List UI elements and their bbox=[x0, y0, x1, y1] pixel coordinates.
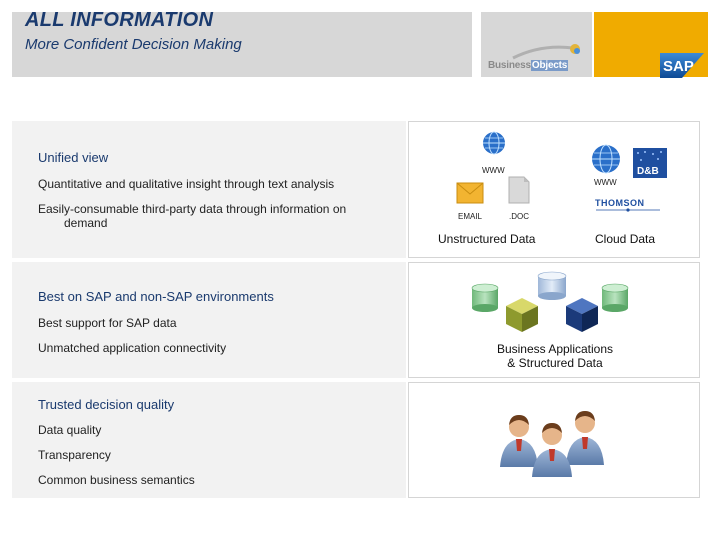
globe-icon-cloud bbox=[592, 144, 620, 174]
www-label-1: WWW bbox=[482, 166, 505, 175]
slide-subtitle: More Confident Decision Making bbox=[25, 36, 242, 53]
sap-logo-box: SAP bbox=[594, 12, 708, 78]
section-sap-environments bbox=[12, 262, 406, 378]
user-icon bbox=[532, 423, 572, 477]
cloud-data-label: Cloud Data bbox=[595, 232, 656, 246]
www-label-2: WWW bbox=[594, 178, 617, 187]
bullet-third-party-data: Easily-consumable third-party data throu… bbox=[38, 202, 347, 216]
bullet-connectivity: Unmatched application connectivity bbox=[38, 341, 227, 355]
structured-data-graphic bbox=[471, 271, 629, 332]
email-icon bbox=[456, 182, 484, 204]
bullet-third-party-data-cont: demand bbox=[64, 216, 108, 230]
header-band bbox=[12, 12, 472, 77]
bullet-sap-support: Best support for SAP data bbox=[38, 316, 177, 330]
section-heading-sap: Best on SAP and non-SAP environments bbox=[38, 289, 274, 304]
email-label: EMAIL bbox=[458, 212, 483, 221]
user-icon bbox=[566, 411, 604, 465]
section-heading-unified-view: Unified view bbox=[38, 150, 109, 165]
swoosh-icon bbox=[512, 44, 580, 60]
business-apps-label: Business Applications & Structured Data bbox=[496, 342, 614, 370]
business-objects-logo: BusinessObjects bbox=[481, 12, 592, 77]
database-icon bbox=[601, 283, 629, 312]
svg-text:D&B: D&B bbox=[637, 166, 659, 177]
cube-icon bbox=[506, 298, 538, 332]
slide-title: ALL INFORMATION bbox=[25, 9, 214, 31]
user-icon bbox=[500, 415, 538, 467]
section-heading-quality: Trusted decision quality bbox=[38, 397, 175, 412]
database-icon bbox=[471, 283, 499, 312]
svg-text:THOMSON: THOMSON bbox=[595, 198, 645, 208]
cube-icon bbox=[566, 298, 598, 332]
database-icon bbox=[537, 271, 567, 300]
globe-icon bbox=[483, 131, 505, 155]
section-trusted-quality bbox=[12, 382, 406, 498]
bullet-semantics: Common business semantics bbox=[38, 473, 195, 487]
section-unified-view bbox=[12, 121, 406, 258]
thomson-logo: THOMSON bbox=[595, 198, 660, 212]
bullet-data-quality: Data quality bbox=[38, 423, 102, 437]
business-objects-wordmark: BusinessObjects bbox=[488, 60, 569, 71]
bullet-text-analysis: Quantitative and qualitative insight thr… bbox=[38, 177, 335, 191]
document-icon bbox=[508, 176, 530, 204]
doc-label: .DOC bbox=[509, 212, 529, 221]
bullet-transparency: Transparency bbox=[38, 448, 111, 462]
dnb-logo: D&B bbox=[633, 148, 667, 178]
sap-logo: SAP bbox=[660, 53, 704, 78]
users-group-icon bbox=[500, 411, 604, 477]
svg-text:SAP: SAP bbox=[663, 58, 694, 75]
unstructured-data-label: Unstructured Data bbox=[438, 232, 536, 246]
